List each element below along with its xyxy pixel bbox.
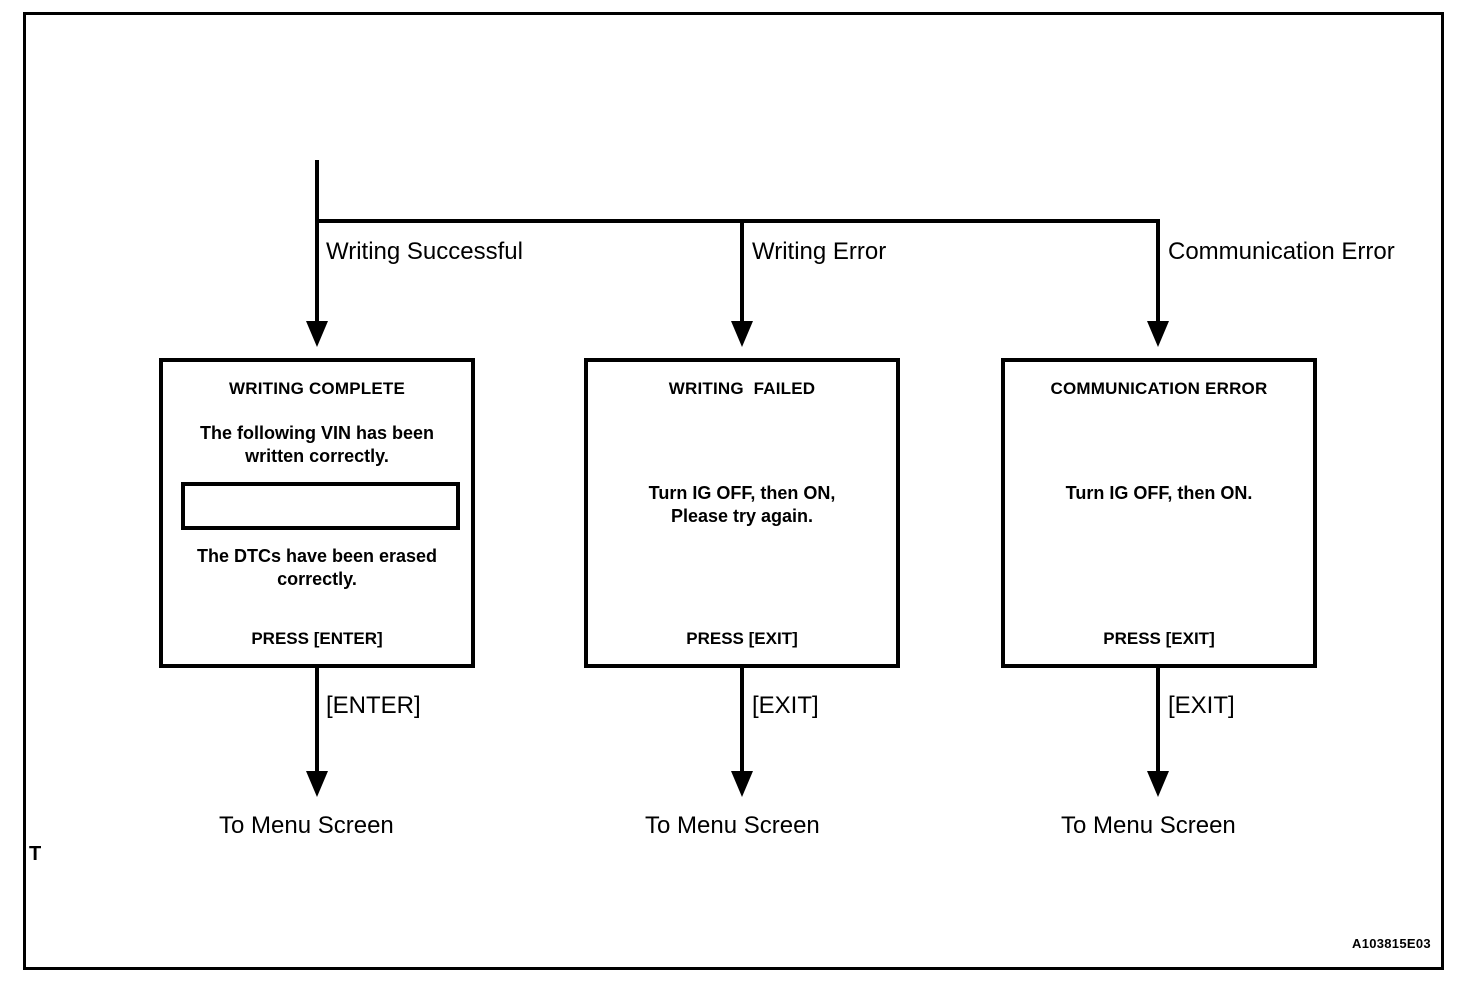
page-continuation-mark: T — [29, 843, 42, 865]
terminal-label-2: To Menu Screen — [645, 812, 820, 839]
exit-line-1 — [315, 668, 319, 787]
vin-value-field[interactable] — [181, 482, 460, 530]
screen-message-line: Turn IG OFF, then ON. — [1065, 483, 1253, 503]
screen-title-communication-error: COMMUNICATION ERROR — [1050, 379, 1268, 398]
screen-footer-press-enter: PRESS [ENTER] — [251, 629, 383, 648]
branch-drop-line-2 — [740, 219, 744, 323]
exit-action-label-enter: [ENTER] — [326, 692, 421, 719]
exit-line-2 — [740, 668, 744, 787]
screen-message-line: correctly. — [277, 569, 357, 589]
diagram-border — [23, 12, 1444, 970]
branch-drop-line-1 — [315, 219, 319, 323]
screen-title-writing-complete: WRITING COMPLETE — [228, 379, 406, 398]
branch-bus-line — [315, 219, 1160, 223]
screen-message-vin-written: The following VIN has been written corre… — [171, 422, 463, 468]
terminal-label-3: To Menu Screen — [1061, 812, 1236, 839]
screen-message-line: Turn IG OFF, then ON, — [648, 483, 836, 503]
trunk-line-incoming — [315, 160, 319, 222]
screen-message-line: written correctly. — [245, 446, 389, 466]
screen-message-line: The DTCs have been erased — [196, 546, 438, 566]
branch-arrowhead-1 — [306, 321, 328, 347]
screen-message-ig-cycle: Turn IG OFF, then ON. — [1013, 482, 1305, 505]
screen-message-line: Please try again. — [670, 506, 814, 526]
exit-arrowhead-3 — [1147, 771, 1169, 797]
terminal-label-1: To Menu Screen — [219, 812, 394, 839]
branch-label-writing-error: Writing Error — [752, 238, 887, 265]
exit-action-label-exit: [EXIT] — [752, 692, 819, 719]
screen-message-dtc-erased: The DTCs have been erased correctly. — [171, 545, 463, 591]
branch-label-communication-error: Communication Error — [1168, 238, 1395, 265]
exit-line-3 — [1156, 668, 1160, 787]
figure-id-code: A103815E03 — [1352, 936, 1431, 951]
screen-footer-press-exit: PRESS [EXIT] — [1103, 629, 1215, 648]
exit-arrowhead-1 — [306, 771, 328, 797]
exit-action-label-exit: [EXIT] — [1168, 692, 1235, 719]
screen-box-communication-error: COMMUNICATION ERROR Turn IG OFF, then ON… — [1001, 358, 1317, 668]
screen-box-writing-complete: WRITING COMPLETE The following VIN has b… — [159, 358, 475, 668]
branch-arrowhead-3 — [1147, 321, 1169, 347]
branch-drop-line-3 — [1156, 219, 1160, 323]
branch-label-writing-successful: Writing Successful — [326, 238, 523, 265]
screen-box-writing-failed: WRITING FAILED Turn IG OFF, then ON, Ple… — [584, 358, 900, 668]
screen-message-line: The following VIN has been — [199, 423, 435, 443]
screen-footer-press-exit: PRESS [EXIT] — [686, 629, 798, 648]
branch-arrowhead-2 — [731, 321, 753, 347]
screen-message-retry: Turn IG OFF, then ON, Please try again. — [596, 482, 888, 528]
exit-arrowhead-2 — [731, 771, 753, 797]
screen-title-writing-failed: WRITING FAILED — [668, 379, 816, 398]
